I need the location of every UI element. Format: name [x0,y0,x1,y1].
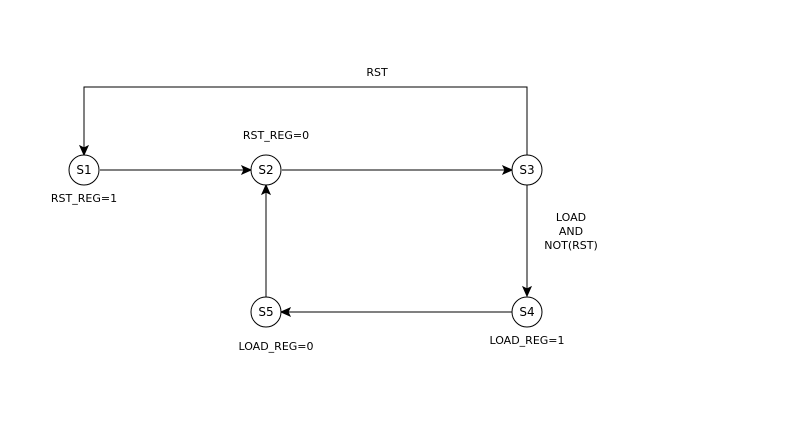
transition-label-load-line-3: NOT(RST) [544,239,598,252]
edge-s3-to-s4-arrowhead [521,285,533,298]
transition-label-load-line-1: LOAD [556,211,586,224]
state-s2-label: S2 [258,163,273,177]
edge-s5-to-s2-arrowhead [260,183,272,196]
edge-s4-to-s5-arrowhead [279,306,292,318]
state-s1-label: S1 [76,163,91,177]
output-label-s4: LOAD_REG=1 [489,334,564,347]
edge-s3-to-s1 [83,86,528,155]
state-s5-label: S5 [258,305,273,319]
output-label-s5: LOAD_REG=0 [238,340,313,353]
edge-s2-to-s3-arrowhead [501,164,514,176]
output-label-s1: RST_REG=1 [51,192,117,205]
state-s3: S3 [511,154,543,186]
state-s4-label: S4 [519,305,534,319]
output-label-s2: RST_REG=0 [243,129,309,142]
edge-s3-to-s1-arrowhead [78,144,90,157]
state-s1: S1 [68,154,100,186]
edge-s1-to-s2-arrowhead [240,164,253,176]
state-s4: S4 [511,296,543,328]
state-s2: S2 [250,154,282,186]
transition-label-load-line-2: AND [559,225,583,238]
state-s5: S5 [250,296,282,328]
transition-label-rst: RST [366,66,388,79]
state-s3-label: S3 [519,163,534,177]
